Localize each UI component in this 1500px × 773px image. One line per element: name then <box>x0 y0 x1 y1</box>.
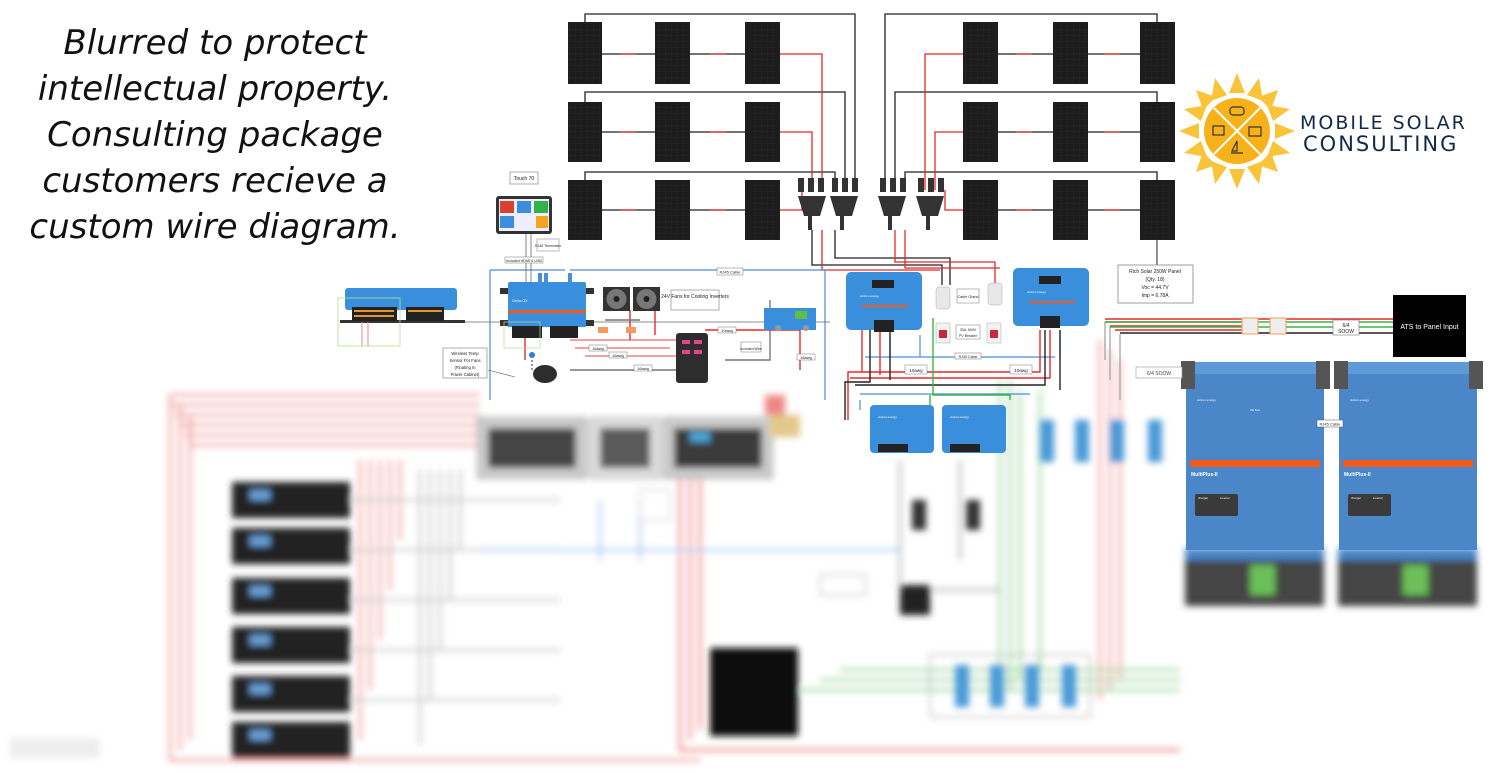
svg-text:victron energy: victron energy <box>950 415 969 419</box>
svg-text:RJ45 Terminator: RJ45 Terminator <box>535 244 562 248</box>
svg-text:victron energy: victron energy <box>1197 398 1216 402</box>
ip-notice: Blurred to protect intellectual property… <box>20 20 410 250</box>
panel-info-label: Rich Solar 250W Panel (Qty. 18) Voc = 44… <box>1117 264 1194 304</box>
svg-text:Imp = 6.78A: Imp = 6.78A <box>1141 293 1169 299</box>
svg-text:ATS to Panel Input: ATS to Panel Input <box>1400 324 1458 331</box>
wireless-temp-label: Wireless Temp Sensor For Fans (Floating … <box>442 347 516 379</box>
svg-text:Voc = 44.7V: Voc = 44.7V <box>1141 285 1169 291</box>
solar-array <box>584 13 1158 285</box>
solar-panels <box>568 22 1175 240</box>
svg-text:(Floating In: (Floating In <box>455 365 477 370</box>
rj45-cable-label: RJ45 Cable <box>716 267 744 276</box>
temp-sensor-icon <box>533 365 557 383</box>
svg-text:Rich Solar 250W Panel: Rich Solar 250W Panel <box>1129 269 1181 275</box>
cooling-fans: 24V Fans for Cooling Inverters <box>598 287 729 333</box>
svg-text:6/4 SOOW: 6/4 SOOW <box>1147 371 1171 377</box>
svg-text:VE.Bus: VE.Bus <box>1250 408 1261 412</box>
orion-chargers: victron energy victron energy <box>870 405 1006 453</box>
svg-text:10awg: 10awg <box>1014 368 1028 373</box>
svg-text:Included HDMI & USB: Included HDMI & USB <box>506 259 542 263</box>
svg-text:charger: charger <box>1351 496 1361 500</box>
svg-text:inverter: inverter <box>1373 496 1383 500</box>
fuse-block <box>676 333 708 383</box>
svg-text:16awg: 16awg <box>800 355 812 360</box>
notice-line: intellectual property. <box>37 69 393 109</box>
svg-text:MultiPlus-II: MultiPlus-II <box>1191 472 1218 478</box>
mppt-controller-2: victron energy <box>1013 268 1089 328</box>
notice-line: customers recieve a <box>42 161 388 201</box>
svg-text:victron energy: victron energy <box>1350 398 1369 402</box>
svg-text:Sensor For Fans: Sensor For Fans <box>449 358 480 363</box>
multiplus-inverter-1: victron energy VE.Bus MultiPlus-II charg… <box>1181 361 1330 550</box>
svg-text:RJ45 Cable: RJ45 Cable <box>720 270 742 275</box>
mc4-branch-connectors <box>798 178 944 230</box>
svg-text:10awg: 10awg <box>909 368 923 373</box>
svg-text:30A, 600V: 30A, 600V <box>960 328 977 332</box>
rj45-cable-label-inverters: RJ45 Cable <box>1316 419 1344 428</box>
ats-panel-input: ATS to Panel Input <box>1393 295 1466 357</box>
svg-text:charger: charger <box>1198 496 1208 500</box>
svg-text:Cerbo GX: Cerbo GX <box>512 299 528 303</box>
svg-text:24V Fans for Cooling Inverters: 24V Fans for Cooling Inverters <box>661 294 729 300</box>
svg-text:CONSULTING: CONSULTING <box>1303 132 1458 156</box>
cerbo-gx: Cerbo GX <box>500 273 594 383</box>
svg-text:Wireless Temp: Wireless Temp <box>451 351 479 356</box>
touch-70-display: Touch 70 Included HDMI & USB RJ45 Termin… <box>496 171 562 285</box>
svg-text:Power Cabinet): Power Cabinet) <box>451 372 480 377</box>
svg-text:Cable Gland: Cable Gland <box>957 295 978 299</box>
wire-gauge-labels: 10awg 16awg 16awg 16awg 16awg Included W… <box>588 326 816 372</box>
svg-text:16awg: 16awg <box>612 353 624 358</box>
svg-text:RJ45 Cable: RJ45 Cable <box>959 355 978 359</box>
mppt-controller-1: victron energy <box>846 272 922 332</box>
svg-text:victron energy: victron energy <box>878 415 897 419</box>
battery-bank <box>232 482 350 758</box>
notice-line: custom wire diagram. <box>29 207 401 247</box>
svg-text:victron energy: victron energy <box>860 294 879 298</box>
svg-text:16awg: 16awg <box>637 366 649 371</box>
svg-text:RJ45 Cable: RJ45 Cable <box>1320 422 1342 427</box>
ac-input: 6/4 SOOW 6/4 SOOW <box>1135 317 1360 379</box>
left-controller <box>337 288 465 347</box>
svg-text:Included Wire: Included Wire <box>740 347 761 351</box>
svg-text:10awg: 10awg <box>721 328 733 333</box>
pv-disconnects: Cable Gland 30A, 600V PV Breaker RJ45 Ca… <box>904 282 1033 375</box>
svg-text:(Qty. 18): (Qty. 18) <box>1145 277 1164 283</box>
svg-text:MultiPlus-II: MultiPlus-II <box>1344 472 1371 478</box>
svg-text:MOBILE SOLAR: MOBILE SOLAR <box>1300 112 1467 134</box>
multiplus-inverter-2: victron energy MultiPlus-II charger inve… <box>1334 361 1483 550</box>
svg-text:Touch 70: Touch 70 <box>514 176 535 182</box>
svg-text:PV Breaker: PV Breaker <box>959 334 978 338</box>
notice-line: Blurred to protect <box>63 23 367 63</box>
mobile-solar-consulting-logo: MOBILE SOLAR CONSULTING <box>1179 73 1467 189</box>
battery-monitor <box>764 308 816 331</box>
notice-line: Consulting package <box>47 115 383 155</box>
svg-text:16awg: 16awg <box>592 346 604 351</box>
svg-text:victron energy: victron energy <box>1027 290 1046 294</box>
svg-text:SOOW: SOOW <box>1338 329 1354 335</box>
svg-text:6/4: 6/4 <box>1343 323 1350 329</box>
blurred-region <box>10 340 1477 762</box>
svg-text:inverter: inverter <box>1220 496 1230 500</box>
